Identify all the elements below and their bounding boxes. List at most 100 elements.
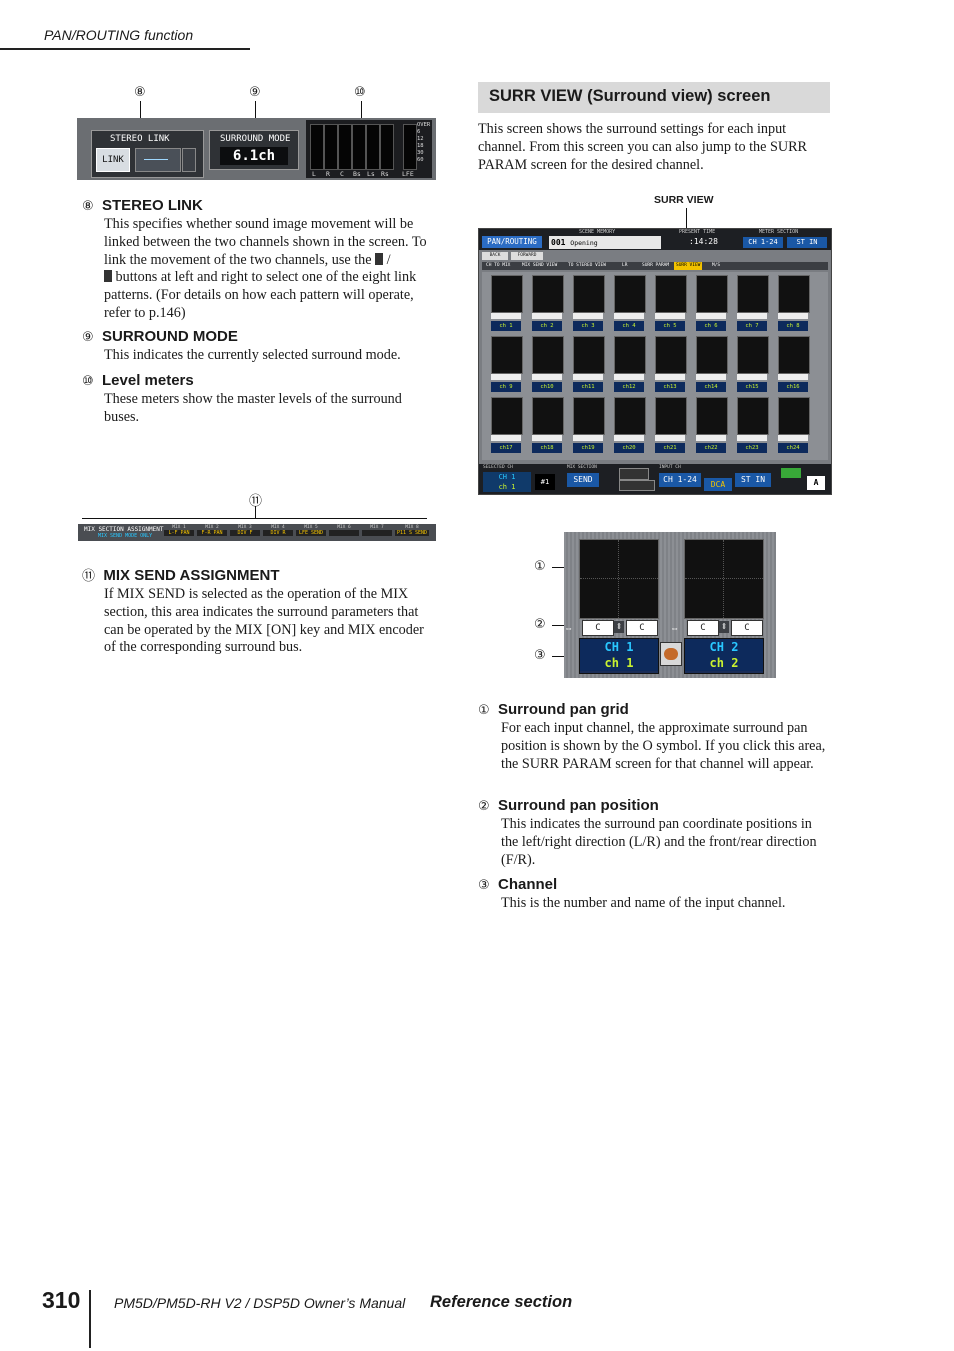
- surround-pan-grid[interactable]: [655, 336, 687, 374]
- surround-pan-position[interactable]: [491, 313, 521, 319]
- channel-name[interactable]: ch15: [737, 382, 767, 392]
- surround-pan-grid[interactable]: [778, 397, 810, 435]
- channel-display[interactable]: CH 2 ch 2: [684, 638, 764, 674]
- tab-surr-view[interactable]: SURR VIEW: [674, 262, 703, 270]
- surround-pan-grid[interactable]: [655, 275, 687, 313]
- surround-pan-position[interactable]: [532, 313, 562, 319]
- surround-pan-position[interactable]: [655, 435, 685, 441]
- lr-position[interactable]: C: [582, 620, 614, 636]
- meter-ch-button[interactable]: CH 1-24: [743, 237, 783, 248]
- channel-name[interactable]: ch 8: [778, 321, 808, 331]
- mix-assign-cell[interactable]: MIX 6: [329, 525, 359, 540]
- send-button[interactable]: SEND: [567, 473, 599, 487]
- stereo-link-icon[interactable]: [660, 642, 682, 666]
- surround-pan-position[interactable]: [614, 374, 644, 380]
- surround-pan-position[interactable]: [655, 374, 685, 380]
- surround-pan-grid[interactable]: [614, 336, 646, 374]
- channel-name[interactable]: ch 7: [737, 321, 767, 331]
- surround-pan-grid[interactable]: [655, 397, 687, 435]
- surround-pan-grid[interactable]: [579, 539, 659, 619]
- tab-surr-param[interactable]: SURR PARAM: [642, 263, 670, 268]
- channel-display[interactable]: CH 1 ch 1: [579, 638, 659, 674]
- surround-pan-position[interactable]: [491, 435, 521, 441]
- surround-pan-position[interactable]: [614, 313, 644, 319]
- channel-name[interactable]: ch16: [778, 382, 808, 392]
- channel-name[interactable]: ch 4: [614, 321, 644, 331]
- scene-display[interactable]: 001 Opening: [549, 236, 661, 249]
- surround-pan-grid[interactable]: [696, 397, 728, 435]
- surround-pan-position[interactable]: [573, 435, 603, 441]
- surround-pan-grid[interactable]: [684, 539, 764, 619]
- surround-pan-position[interactable]: [573, 313, 603, 319]
- channel-name[interactable]: ch21: [655, 443, 685, 453]
- channel-name[interactable]: ch14: [696, 382, 726, 392]
- channel-name[interactable]: ch 1: [491, 321, 521, 331]
- input-ch-button[interactable]: CH 1-24: [659, 473, 701, 487]
- channel-name[interactable]: ch 2: [532, 321, 562, 331]
- surround-pan-position[interactable]: [737, 313, 767, 319]
- surround-pan-grid[interactable]: [778, 336, 810, 374]
- channel-name[interactable]: ch20: [614, 443, 644, 453]
- tab-to-stereo-view[interactable]: TO STEREO VIEW: [568, 263, 606, 268]
- channel-name[interactable]: ch11: [573, 382, 603, 392]
- st-in-button[interactable]: ST IN: [735, 473, 771, 487]
- tab-mix-send-view[interactable]: MIX SEND VIEW: [522, 263, 558, 268]
- user-key-bank[interactable]: A: [807, 476, 825, 490]
- channel-name[interactable]: ch23: [737, 443, 767, 453]
- surround-pan-position[interactable]: [696, 374, 726, 380]
- meter-stin-button[interactable]: ST IN: [787, 237, 827, 248]
- channel-name[interactable]: ch22: [696, 443, 726, 453]
- surround-pan-grid[interactable]: [532, 397, 564, 435]
- surround-pan-grid[interactable]: [573, 336, 605, 374]
- surround-pan-position[interactable]: [696, 313, 726, 319]
- tab-lr[interactable]: LR: [622, 263, 628, 268]
- channel-name[interactable]: ch17: [491, 443, 521, 453]
- fr-position[interactable]: C: [626, 620, 658, 636]
- mix-assign-cell[interactable]: MIX 3 DIV F: [230, 525, 260, 540]
- surround-pan-position[interactable]: [737, 435, 767, 441]
- channel-name[interactable]: ch 5: [655, 321, 685, 331]
- surround-pan-position[interactable]: [737, 374, 767, 380]
- surround-pan-position[interactable]: [573, 374, 603, 380]
- surround-pan-grid[interactable]: [696, 336, 728, 374]
- mix-assign-cell[interactable]: MIX 8 P11 S SEND: [395, 525, 429, 536]
- surround-pan-grid[interactable]: [532, 336, 564, 374]
- surround-pan-grid[interactable]: [696, 275, 728, 313]
- channel-name[interactable]: ch 9: [491, 382, 521, 392]
- dca-button[interactable]: DCA: [704, 478, 732, 491]
- surround-pan-position[interactable]: [655, 313, 685, 319]
- mix-assign-cell[interactable]: MIX 1 L-F PAN: [164, 525, 194, 540]
- tab-ms[interactable]: M/S: [712, 263, 721, 268]
- channel-name[interactable]: ch 3: [573, 321, 603, 331]
- lr-position[interactable]: C: [687, 620, 719, 636]
- channel-name[interactable]: ch18: [532, 443, 562, 453]
- surround-pan-grid[interactable]: [737, 397, 769, 435]
- mix-assign-cell[interactable]: MIX 2 F-R PAN: [197, 525, 227, 540]
- surround-pan-grid[interactable]: [573, 275, 605, 313]
- surround-pan-grid[interactable]: [532, 275, 564, 313]
- surround-pan-grid[interactable]: [491, 275, 523, 313]
- fr-position[interactable]: C: [731, 620, 763, 636]
- surround-pan-position[interactable]: [778, 313, 808, 319]
- channel-name[interactable]: ch13: [655, 382, 685, 392]
- surround-pan-position[interactable]: [696, 435, 726, 441]
- channel-name[interactable]: ch19: [573, 443, 603, 453]
- back-button[interactable]: BACK: [482, 252, 508, 260]
- mix-assign-cell[interactable]: MIX 4 DIV R: [263, 525, 293, 540]
- surround-pan-grid[interactable]: [737, 275, 769, 313]
- mix-assign-cell[interactable]: MIX 7: [362, 525, 392, 540]
- surround-pan-position[interactable]: [532, 374, 562, 380]
- tab-ch-to-mix[interactable]: CH TO MIX: [486, 263, 511, 268]
- surround-pan-position[interactable]: [614, 435, 644, 441]
- surround-pan-grid[interactable]: [778, 275, 810, 313]
- surround-pan-grid[interactable]: [737, 336, 769, 374]
- menu-display[interactable]: PAN/ROUTING: [482, 236, 542, 248]
- forward-button[interactable]: FORWARD: [511, 252, 543, 260]
- surround-pan-grid[interactable]: [491, 397, 523, 435]
- link-pattern-next-button[interactable]: [182, 148, 196, 172]
- surround-pan-position[interactable]: [491, 374, 521, 380]
- link-button[interactable]: LINK: [96, 148, 130, 172]
- channel-name[interactable]: ch24: [778, 443, 808, 453]
- channel-name[interactable]: ch10: [532, 382, 562, 392]
- surround-pan-grid[interactable]: [614, 275, 646, 313]
